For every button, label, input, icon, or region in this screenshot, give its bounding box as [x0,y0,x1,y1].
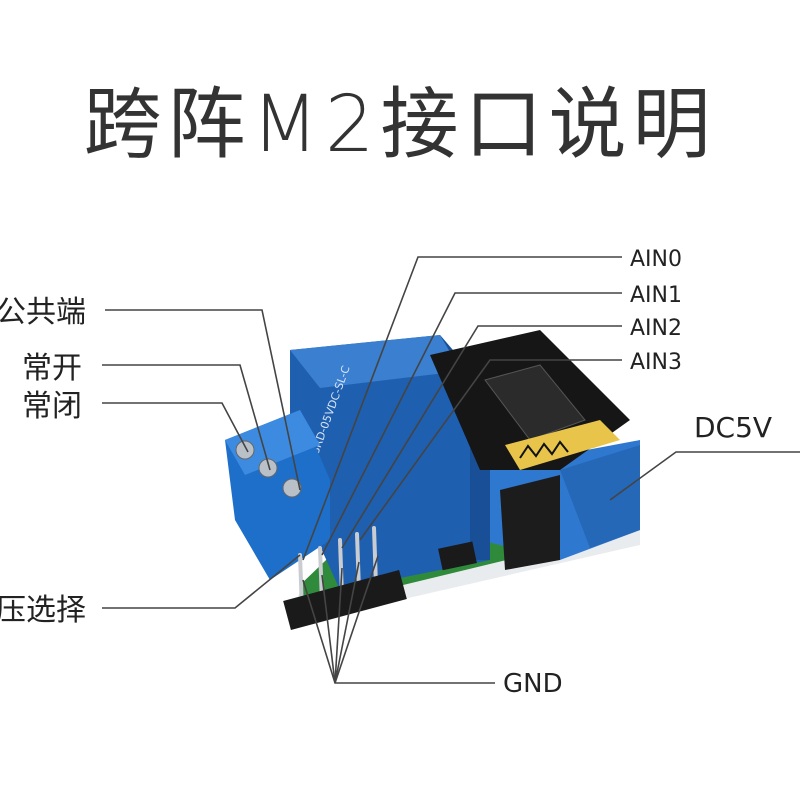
leader-dc5v [609,451,800,501]
leader-gnd-5 [334,555,379,684]
leader-ain3 [359,359,622,541]
relay-top [290,335,470,388]
label-ain1: AIN1 [630,283,682,308]
leader-ain1 [321,292,622,556]
leader-common [105,309,301,491]
label-dc5v: DC5V [694,411,772,444]
label-ain3: AIN3 [630,350,682,375]
label-ain2: AIN2 [630,316,682,341]
leader-no [102,364,271,471]
label-ain0: AIN0 [630,247,682,272]
esp-shield [484,364,586,441]
label-gnd: GND [503,669,563,699]
screw-2 [258,458,278,478]
screw-3 [282,478,302,498]
relay-body [290,335,490,590]
leader-gnd-4 [334,561,360,684]
leader-lines [102,256,800,684]
page-title: 跨阵M2接口说明 [83,80,717,170]
leader-ain0 [302,256,622,561]
relay-board: SRD-05VDC-SL-C [225,330,640,631]
label-nc: 常闭 [22,389,82,424]
label-voltage: 压选择 [0,593,86,628]
screw-1 [235,440,255,460]
pin-header-block [500,475,560,570]
leader-ain2 [341,325,622,549]
leader-nc [102,402,249,453]
leader-gnd-3 [334,567,343,684]
leader-voltage [102,554,301,609]
reset-button [438,541,477,571]
label-no: 常开 [22,351,82,386]
leader-gnd-2 [321,574,336,684]
label-common: 公共端 [0,295,86,330]
